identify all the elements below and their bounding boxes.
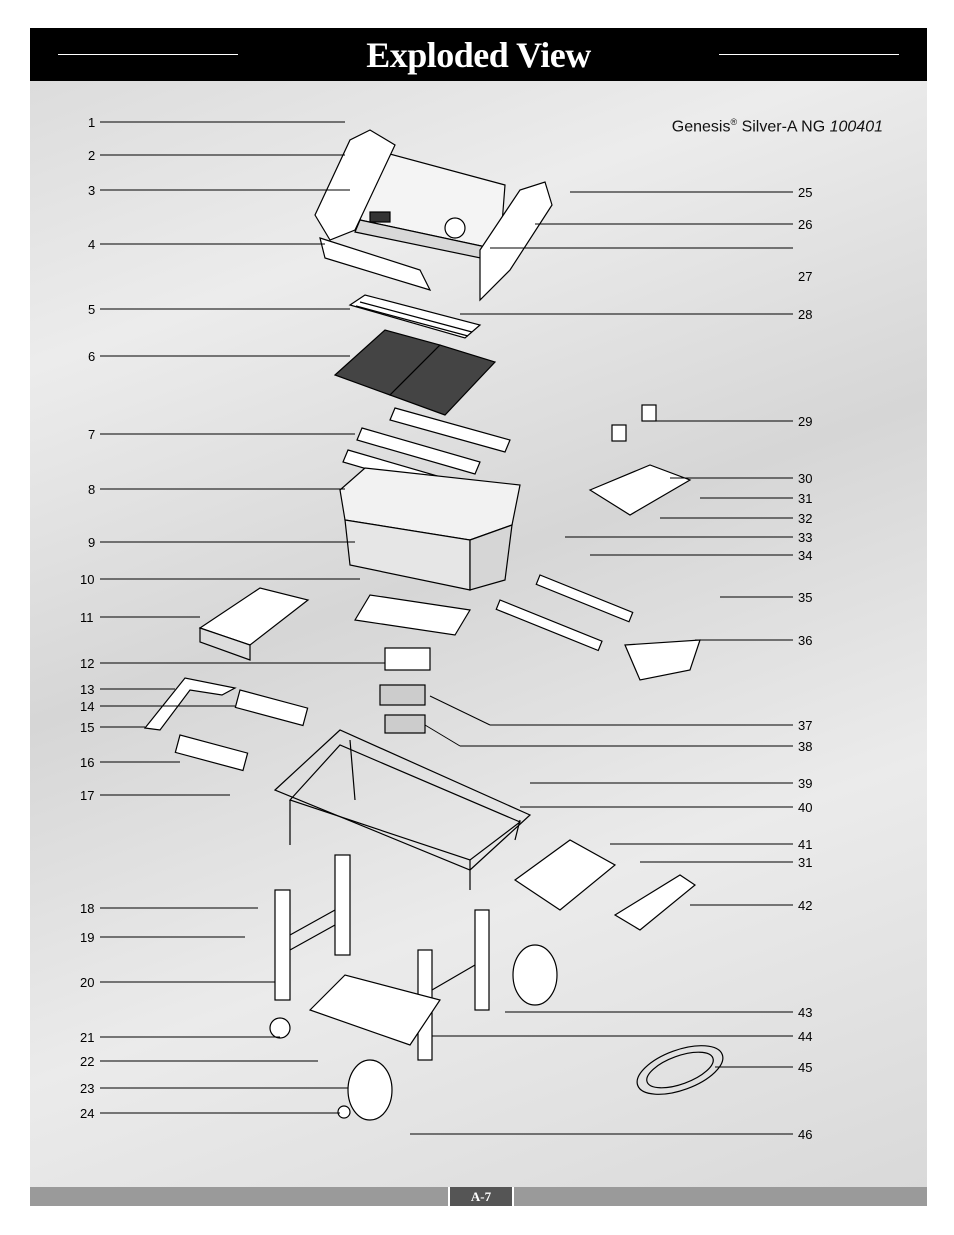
callout-label: 8 [88,482,95,497]
cart-frame [273,729,532,890]
callout-label: 29 [798,414,812,429]
front-panel-handle [143,677,309,772]
callout-label: 27 [798,269,812,284]
callout-label: 35 [798,590,812,605]
catch-pan [379,684,426,706]
side-table [198,587,310,661]
callout-label: 14 [80,699,94,714]
header-rule-left [58,54,238,55]
right-end-cap [479,181,553,302]
page-header: Exploded View [30,28,927,81]
callout-label: 46 [798,1127,812,1142]
leader-lines-right [410,191,793,1135]
callout-label: 36 [798,633,812,648]
caster-wheel [269,1017,291,1039]
page-title: Exploded View [366,35,591,75]
gas-hose [636,1045,724,1095]
disposable-drip-pan [384,714,426,734]
callout-label: 9 [88,535,95,550]
callout-label: 20 [80,975,94,990]
bottom-shelf [308,974,441,1046]
callout-label: 18 [80,901,94,916]
burner-tubes [495,574,634,652]
callout-label: 6 [88,349,95,364]
callout-label: 22 [80,1054,94,1069]
callout-label: 45 [798,1060,812,1075]
page-number: A-7 [448,1187,514,1206]
callout-label: 3 [88,183,95,198]
model-label: Genesis® Silver-A NG 100401 [672,117,883,136]
callout-label: 44 [798,1029,812,1044]
callout-label: 40 [798,800,812,815]
callout-label: 42 [798,898,812,913]
callout-label: 26 [798,217,812,232]
bottom-tray-bracket [384,647,431,671]
callout-label: 28 [798,307,812,322]
control-panel [588,464,692,516]
callout-label: 19 [80,930,94,945]
right-leg-frame [417,909,490,1061]
callouts-left: 1 2 3 4 5 6 7 8 9 10 11 12 13 14 15 16 1… [80,115,95,1121]
callout-label: 17 [80,788,94,803]
callout-label: 41 [798,837,812,852]
callout-label: 30 [798,471,812,486]
model-name: Silver-A NG [741,118,826,136]
left-leg-frame [274,854,351,1001]
control-knob [641,404,657,422]
callout-label: 34 [798,548,812,563]
catch-pan-tray [354,594,471,636]
callout-label: 11 [80,610,94,625]
callout-label: 4 [88,237,95,252]
callout-label: 1 [88,115,95,130]
callout-label: 37 [798,718,812,733]
callout-label: 21 [80,1030,94,1045]
model-number: 100401 [829,118,883,136]
control-knob [611,424,627,442]
warming-rack [348,294,482,339]
callout-label: 38 [798,739,812,754]
callout-label: 31 [798,855,812,870]
cookbox [339,467,521,591]
callout-label: 15 [80,720,94,735]
cooking-grates [333,329,497,416]
registered-mark: ® [730,117,738,127]
rear-frame-panel [513,839,617,911]
wheel-right [512,944,558,1006]
wheel-left [347,1059,393,1121]
callout-label: 43 [798,1005,812,1020]
header-rule-right [719,54,899,55]
callout-label: 32 [798,511,812,526]
left-end-cap [314,129,432,291]
grill-lid [354,149,506,263]
tool-holder [613,874,697,931]
callout-label: 10 [80,572,94,587]
callout-label: 2 [88,148,95,163]
callout-label: 23 [80,1081,94,1096]
leader-lines-left [100,121,385,1114]
callout-label: 24 [80,1106,94,1121]
model-brand: Genesis [671,118,731,136]
hubcap [337,1105,351,1119]
callout-label: 31 [798,491,812,506]
callout-label: 13 [80,682,94,697]
callout-label: 33 [798,530,812,545]
callout-label: 5 [88,302,95,317]
callout-label: 25 [798,185,812,200]
callout-label: 39 [798,776,812,791]
manifold-valve-assembly [624,639,701,681]
callouts-right: 25 26 27 28 29 30 31 32 33 34 35 36 37 3… [798,185,812,1142]
callout-label: 16 [80,755,94,770]
callout-label: 12 [80,656,94,671]
callout-label: 7 [88,427,95,442]
